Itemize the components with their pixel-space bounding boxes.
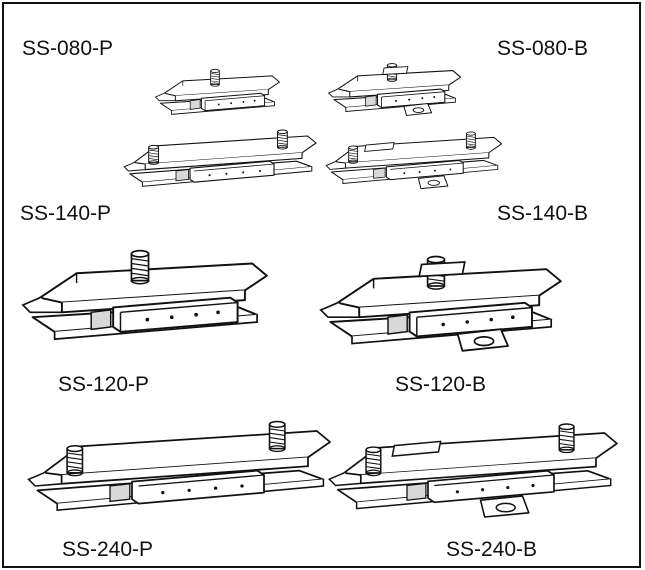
- slide-ss-080-p: [155, 69, 279, 114]
- label-ss-240-p: SS-240-P: [62, 538, 154, 561]
- slide-ss-120-b: [321, 256, 561, 350]
- label-ss-140-p: SS-140-P: [20, 202, 112, 225]
- label-ss-240-b: SS-240-B: [446, 538, 538, 561]
- slide-ss-240-b: [329, 424, 617, 517]
- label-ss-080-p: SS-080-P: [22, 37, 114, 60]
- slide-ss-120-p: [23, 251, 267, 340]
- slide-ss-140-p: [124, 130, 316, 186]
- slide-ss-140-b: [326, 132, 501, 189]
- slide-ss-080-b: [329, 64, 461, 116]
- label-ss-140-b: SS-140-B: [497, 202, 589, 225]
- label-ss-080-b: SS-080-B: [497, 37, 589, 60]
- slide-ss-240-p: [29, 422, 330, 511]
- label-ss-120-p: SS-120-P: [58, 373, 150, 396]
- label-ss-120-b: SS-120-B: [395, 373, 487, 396]
